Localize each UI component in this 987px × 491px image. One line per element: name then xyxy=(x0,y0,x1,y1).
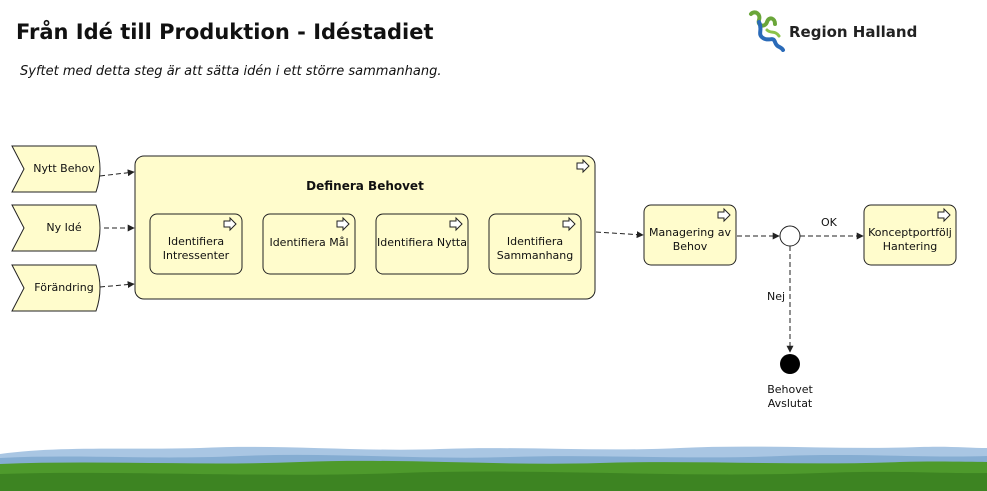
landscape-banner xyxy=(0,446,987,491)
end-event[interactable] xyxy=(780,354,800,374)
page-title: Från Idé till Produktion - Idéstadiet xyxy=(16,20,434,44)
event-label-ny-ide: Ny Idé xyxy=(46,221,82,234)
group-label: Definera Behovet xyxy=(306,179,424,193)
process-arrow-icon xyxy=(223,216,237,232)
subprocess-sammanhang[interactable] xyxy=(488,213,582,275)
event-label-forandring: Förändring xyxy=(34,281,94,294)
subprocess-label-mal: Identifiera Mål xyxy=(269,236,349,249)
edge-label-nej: Nej xyxy=(767,290,786,303)
subprocess-label-sammanhang: Identifiera Sammanhang xyxy=(496,235,574,262)
region-halland-logo: Region Halland xyxy=(745,8,945,52)
connector-group-managing xyxy=(595,231,644,239)
event-label-nytt-behov: Nytt Behov xyxy=(33,162,95,175)
subprocess-label-intressenter: Identifiera Intressenter xyxy=(162,235,230,262)
edge-label-ok: OK xyxy=(821,216,837,229)
process-konceptportfolj[interactable] xyxy=(863,204,957,266)
event-shape-nytt-behov[interactable] xyxy=(11,145,101,193)
subprocess-label-nytta: Identifiera Nytta xyxy=(377,236,467,249)
process-label-konceptportfolj: Konceptportfölj Hantering xyxy=(868,226,952,253)
connector-nytt-behov xyxy=(99,169,135,177)
process-arrow-icon xyxy=(449,216,463,232)
process-arrow-icon xyxy=(562,216,576,232)
subprocess-mal[interactable] xyxy=(262,213,356,275)
logo-mark-icon xyxy=(749,10,785,52)
subprocess-nytta[interactable] xyxy=(375,213,469,275)
connector-forandring xyxy=(99,281,135,289)
process-arrow-icon xyxy=(576,158,590,174)
logo-text: Region Halland xyxy=(789,23,918,41)
process-arrow-icon xyxy=(717,207,731,223)
process-arrow-icon xyxy=(937,207,951,223)
group-definera-behovet[interactable] xyxy=(134,155,596,300)
process-label-managering: Managering av Behov xyxy=(649,226,731,253)
process-arrow-icon xyxy=(336,216,350,232)
event-shape-ny-ide[interactable] xyxy=(11,204,101,252)
end-event-label: Behovet Avslutat xyxy=(767,383,813,410)
decision-gateway[interactable] xyxy=(779,225,801,247)
event-shape-forandring[interactable] xyxy=(11,264,101,312)
process-managering[interactable] xyxy=(643,204,737,266)
subprocess-intressenter[interactable] xyxy=(149,213,243,275)
page-subtitle: Syftet med detta steg är att sätta idén … xyxy=(20,64,442,79)
